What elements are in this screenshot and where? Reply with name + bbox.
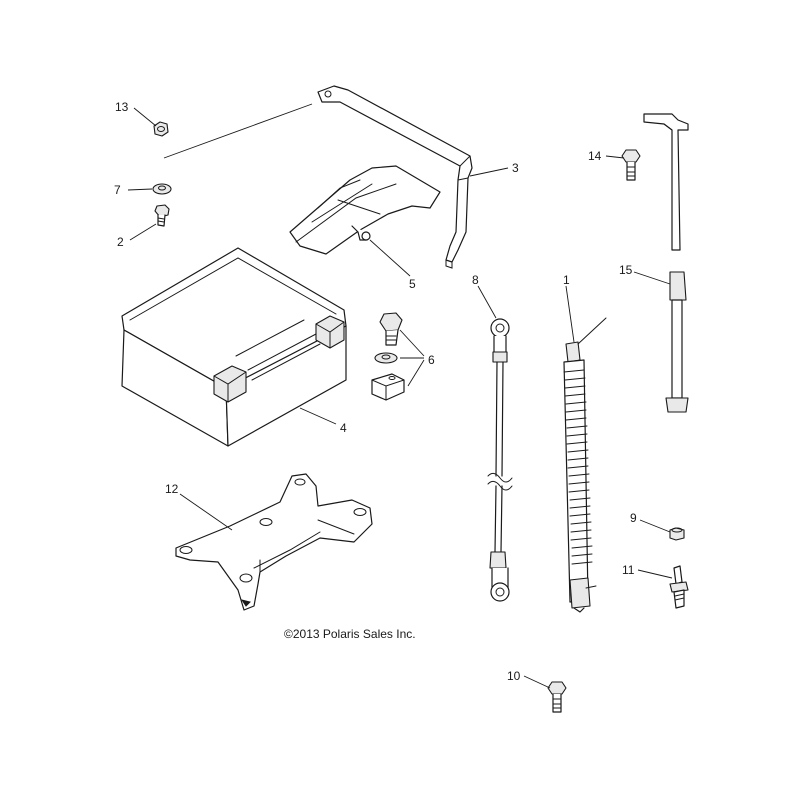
callout-2: 2 xyxy=(117,235,124,249)
leader-lines xyxy=(127,103,673,689)
part-12-mounting-bracket xyxy=(175,473,373,611)
part-14-bolt xyxy=(621,149,641,181)
callout-13: 13 xyxy=(115,100,129,114)
part-4-battery xyxy=(121,247,347,447)
callout-8: 8 xyxy=(472,273,479,287)
part-3-hold-down-strap xyxy=(317,85,473,269)
callout-12: 12 xyxy=(165,482,179,496)
callout-10: 10 xyxy=(507,669,521,683)
vent-tube-upper xyxy=(643,113,689,251)
part-15-boot xyxy=(665,271,689,413)
callout-7: 7 xyxy=(114,183,121,197)
callout-6: 6 xyxy=(428,353,435,367)
callout-3: 3 xyxy=(512,161,519,175)
part-2-bolt xyxy=(154,204,170,227)
part-7-washer xyxy=(152,183,172,195)
callout-14: 14 xyxy=(588,149,602,163)
callout-4: 4 xyxy=(340,421,347,435)
callout-1: 1 xyxy=(563,273,570,287)
callout-11: 11 xyxy=(622,563,635,577)
callout-15: 15 xyxy=(619,263,633,277)
callout-labels: 1 2 3 4 5 6 7 8 9 10 11 12 13 14 15 xyxy=(114,100,637,683)
part-1-cable-with-conduit xyxy=(563,317,607,613)
part-13-hex-nut xyxy=(153,121,169,137)
part-11-stud xyxy=(669,565,689,609)
part-9-nut xyxy=(669,527,685,541)
part-6-terminal-hardware xyxy=(371,312,405,401)
callout-9: 9 xyxy=(630,511,637,525)
callout-5: 5 xyxy=(409,277,416,291)
part-10-bolt xyxy=(547,681,567,713)
part-5-cover xyxy=(289,165,441,255)
part-8-battery-cable xyxy=(487,318,513,602)
copyright-notice: ©2013 Polaris Sales Inc. xyxy=(284,627,416,641)
